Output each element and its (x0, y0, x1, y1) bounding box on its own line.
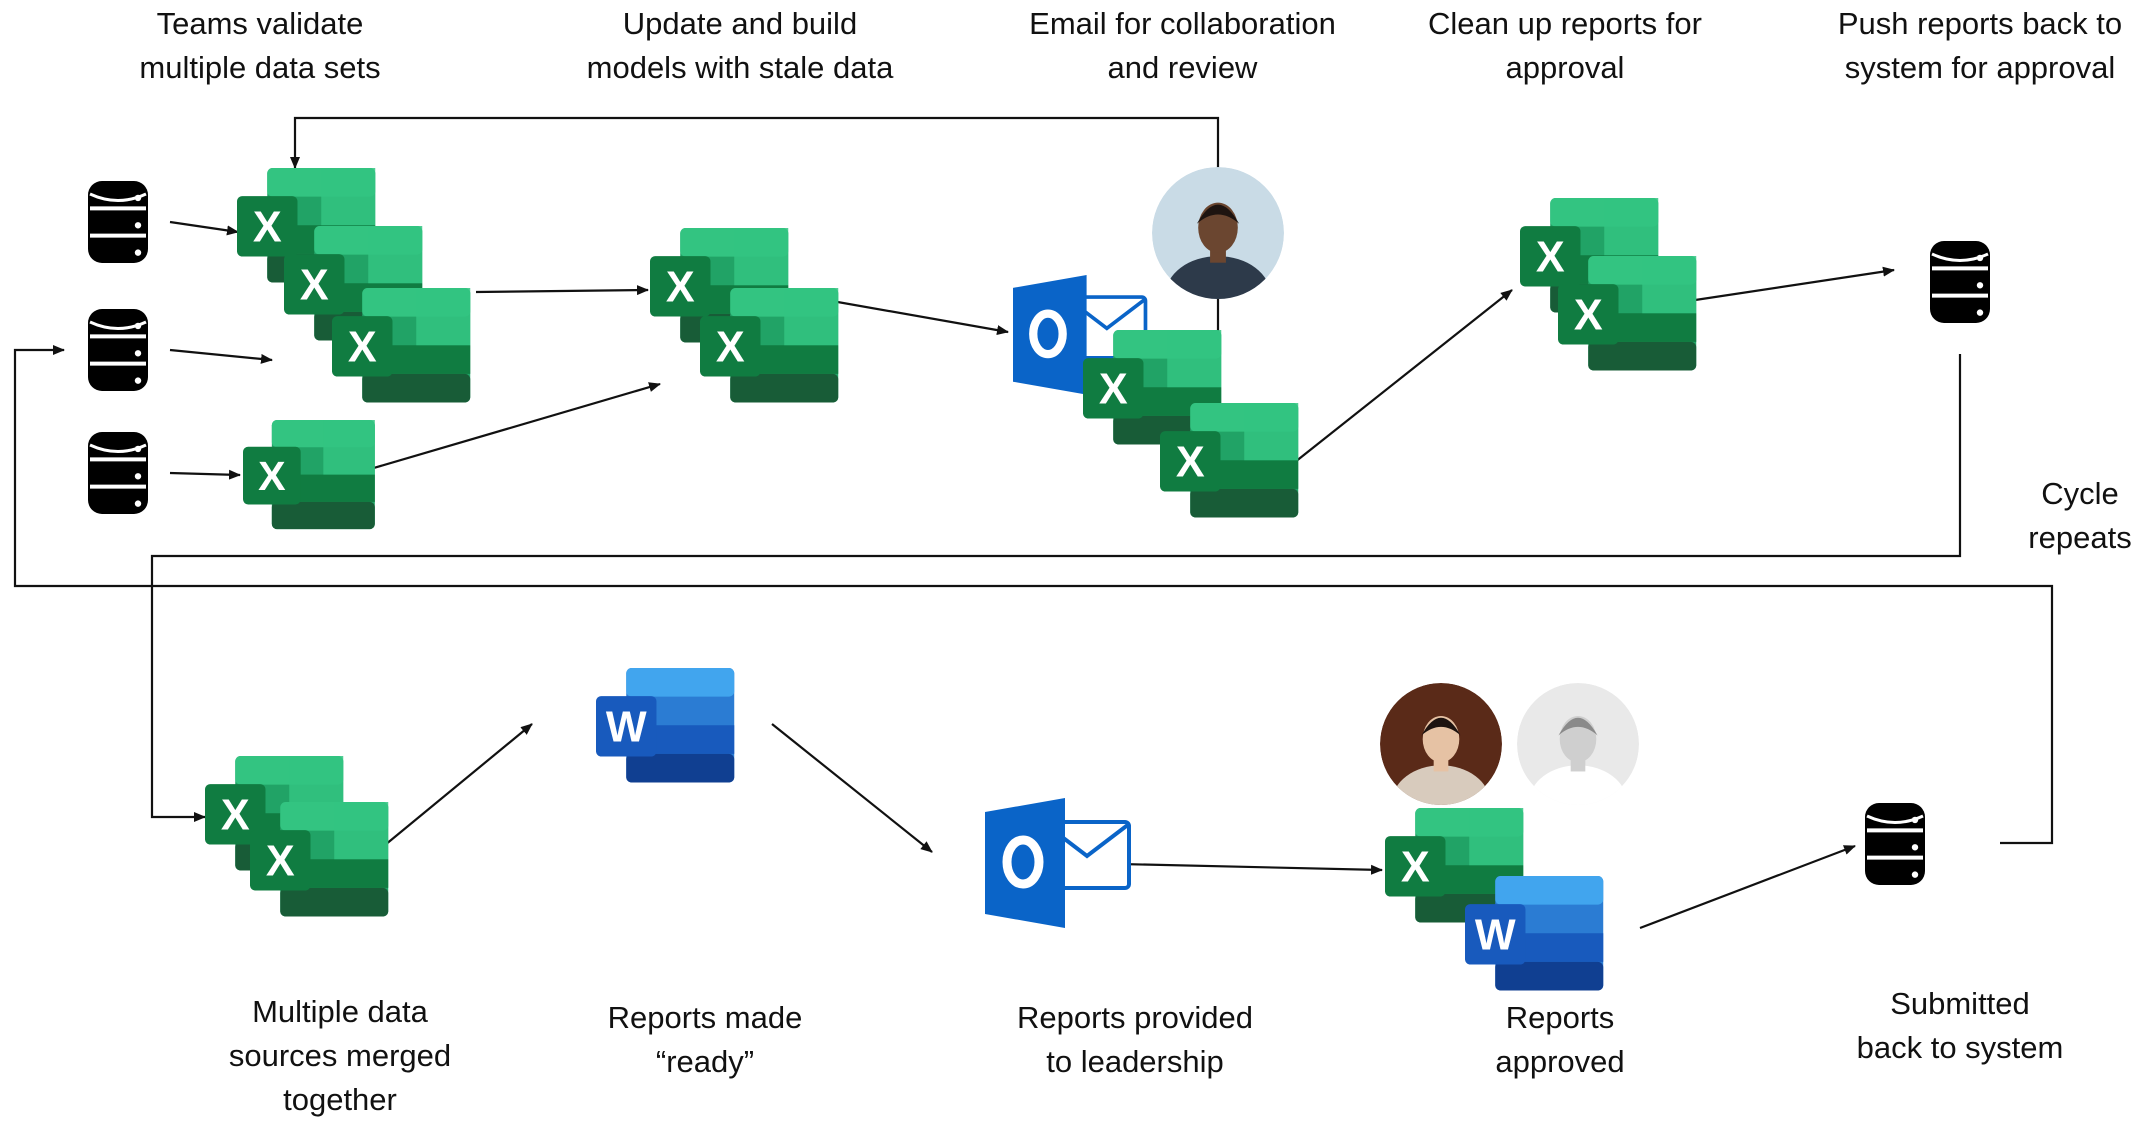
arrow-leadership-to-approved (1119, 862, 1383, 875)
label-line: back to system (1856, 1030, 2064, 1065)
excel-letter: X (221, 791, 250, 839)
arrow-push-to-merged-loop (150, 354, 1962, 822)
excel-icon: X (250, 802, 389, 917)
word-letter: W (1475, 911, 1516, 959)
excel-icon: X (1558, 256, 1697, 371)
step-leadership-label: Reports provided to leadership (990, 996, 1280, 1084)
word-icon: W (596, 668, 735, 783)
excel-letter: X (666, 263, 695, 311)
label-line: approval (1505, 50, 1625, 85)
step-email-label: Email for collaboration and review (1000, 2, 1365, 90)
step-merged-label: Multiple data sources merged together (200, 990, 480, 1122)
step-update-label: Update and build models with stale data (560, 2, 920, 90)
excel-icon: X (243, 420, 375, 530)
label-line: Reports (1505, 1000, 1615, 1035)
excel-letter: X (1176, 438, 1205, 486)
label-line: multiple data sets (139, 50, 381, 85)
arrow-single-excel-to-update (359, 382, 661, 474)
arrow-db1-to-excel (169, 220, 239, 236)
arrow-cleanup-to-push (1681, 266, 1895, 304)
outlook-icon: O (985, 798, 1131, 928)
arrow-update-to-email (814, 296, 1009, 336)
excel-letter: X (1099, 365, 1128, 413)
database-icon (88, 181, 148, 263)
label-line: together (283, 1082, 397, 1117)
word-icon: W (1465, 876, 1604, 991)
step-submitted-label: Submitted back to system (1820, 982, 2100, 1070)
database-icon (1865, 803, 1925, 885)
person-avatar (1380, 683, 1502, 805)
label-line: system for approval (1844, 50, 2116, 85)
label-line: and review (1107, 50, 1258, 85)
excel-icon: X (700, 288, 839, 403)
excel-icon: X (1160, 403, 1299, 518)
cycle-repeats-label: Cycle repeats (2010, 472, 2150, 560)
step-cleanup-label: Clean up reports for approval (1405, 2, 1725, 90)
excel-letter: X (348, 323, 377, 371)
label-line: Submitted (1890, 986, 2030, 1021)
database-icon (1930, 241, 1990, 323)
label-line: sources merged (228, 1038, 452, 1073)
excel-icon: X (1083, 330, 1222, 445)
label-line: Reports provided (1016, 1000, 1254, 1035)
word-letter: W (606, 703, 647, 751)
label-line: repeats (2028, 520, 2132, 555)
arrow-db2-to-excel (169, 348, 273, 364)
excel-icon: X (332, 288, 471, 403)
label-line: Email for collaboration (1029, 6, 1336, 41)
label-line: Update and build (622, 6, 858, 41)
database-icon (88, 432, 148, 514)
label-line: “ready” (655, 1044, 755, 1079)
label-line: Cycle (2041, 476, 2119, 511)
person-avatar (1517, 683, 1639, 805)
label-line: Clean up reports for (1428, 6, 1702, 41)
label-line: approved (1495, 1044, 1625, 1079)
arrow-submitted-to-sources-loop (13, 345, 2054, 845)
label-line: Multiple data (252, 994, 428, 1029)
database-icon (88, 309, 148, 391)
arrow-validate-to-update (475, 285, 649, 296)
arrow-db3-to-excel (169, 469, 241, 480)
arrow-ready-to-leadership (771, 723, 933, 853)
step-validate-label: Teams validate multiple data sets (100, 2, 420, 90)
person-avatar (1152, 167, 1284, 299)
label-line: models with stale data (586, 50, 894, 85)
label-line: Teams validate (156, 6, 364, 41)
arrow-merged-to-ready (361, 723, 533, 865)
excel-letter: X (258, 453, 286, 499)
excel-letter: X (1401, 843, 1430, 891)
label-line: to leadership (1046, 1044, 1224, 1079)
step-ready-label: Reports made “ready” (580, 996, 830, 1084)
arrow-approved-to-submitted (1639, 844, 1856, 930)
excel-letter: X (716, 323, 745, 371)
step-push-label: Push reports back to system for approval (1810, 2, 2150, 90)
arrow-email-to-cleanup (1289, 289, 1513, 467)
excel-letter: X (266, 837, 295, 885)
step-approved-label: Reports approved (1445, 996, 1675, 1084)
excel-letter: X (1574, 291, 1603, 339)
excel-letter: X (1536, 233, 1565, 281)
label-line: Push reports back to (1837, 6, 2123, 41)
excel-letter: X (300, 261, 329, 309)
label-line: Reports made (607, 1000, 803, 1035)
excel-letter: X (253, 203, 282, 251)
